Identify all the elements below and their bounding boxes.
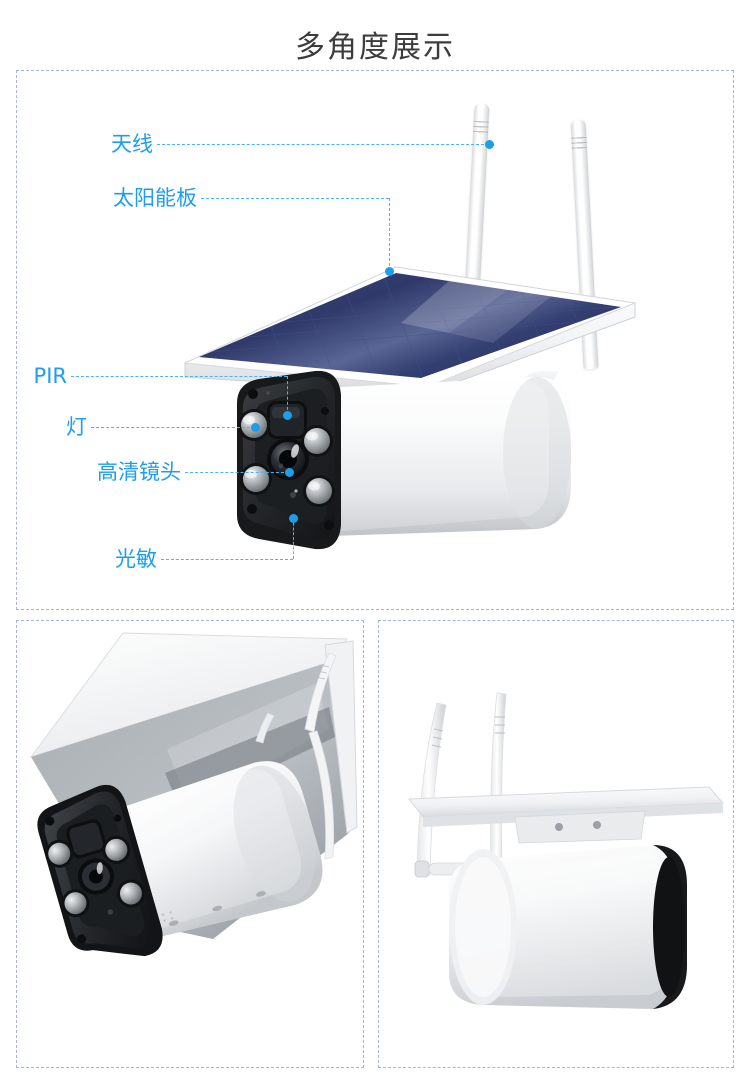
leader-line-photocell-h [161,559,293,560]
callout-dot-solar-panel [384,266,394,276]
callout-label-photocell: 光敏 [115,547,157,571]
callout-label-antenna: 天线 [111,132,153,156]
camera-rear-angle-illustration [408,692,725,1009]
hero-camera-illustration: 天线 太阳能板 PIR 灯 高清镜头 光敏 [17,71,733,609]
panel-rear-angle-view [378,620,734,1068]
callout-dot-photocell [288,513,298,523]
callout-dot-light [250,422,260,432]
leader-line-photocell-v [293,518,294,559]
page-title: 多角度展示 [295,30,455,65]
leader-line-pir-h [71,376,287,377]
solar-panel-icon [183,266,637,394]
callout-label-pir: PIR [33,364,67,388]
callout-dot-antenna [484,139,494,149]
callout-label-hd-lens: 高清镜头 [97,460,181,484]
callout-dot-pir [282,410,292,420]
leader-line-pir-v [287,376,288,415]
callout-label-solar-panel: 太阳能板 [113,186,197,210]
callout-label-light: 灯 [66,415,87,439]
panel-bottom-front-angle-view [16,620,364,1068]
camera-bottom-angle-illustration [29,632,358,957]
panel-front-angle-view: 天线 太阳能板 PIR 灯 高清镜头 光敏 [16,70,734,610]
leader-line-antenna [157,144,489,145]
leader-line-light [91,427,255,428]
callout-dot-hd-lens [284,467,294,477]
leader-line-solar-panel-v [389,198,390,271]
leader-line-solar-panel-h [201,198,389,199]
camera-body-icon [237,370,571,550]
leader-line-hd-lens [185,472,289,473]
